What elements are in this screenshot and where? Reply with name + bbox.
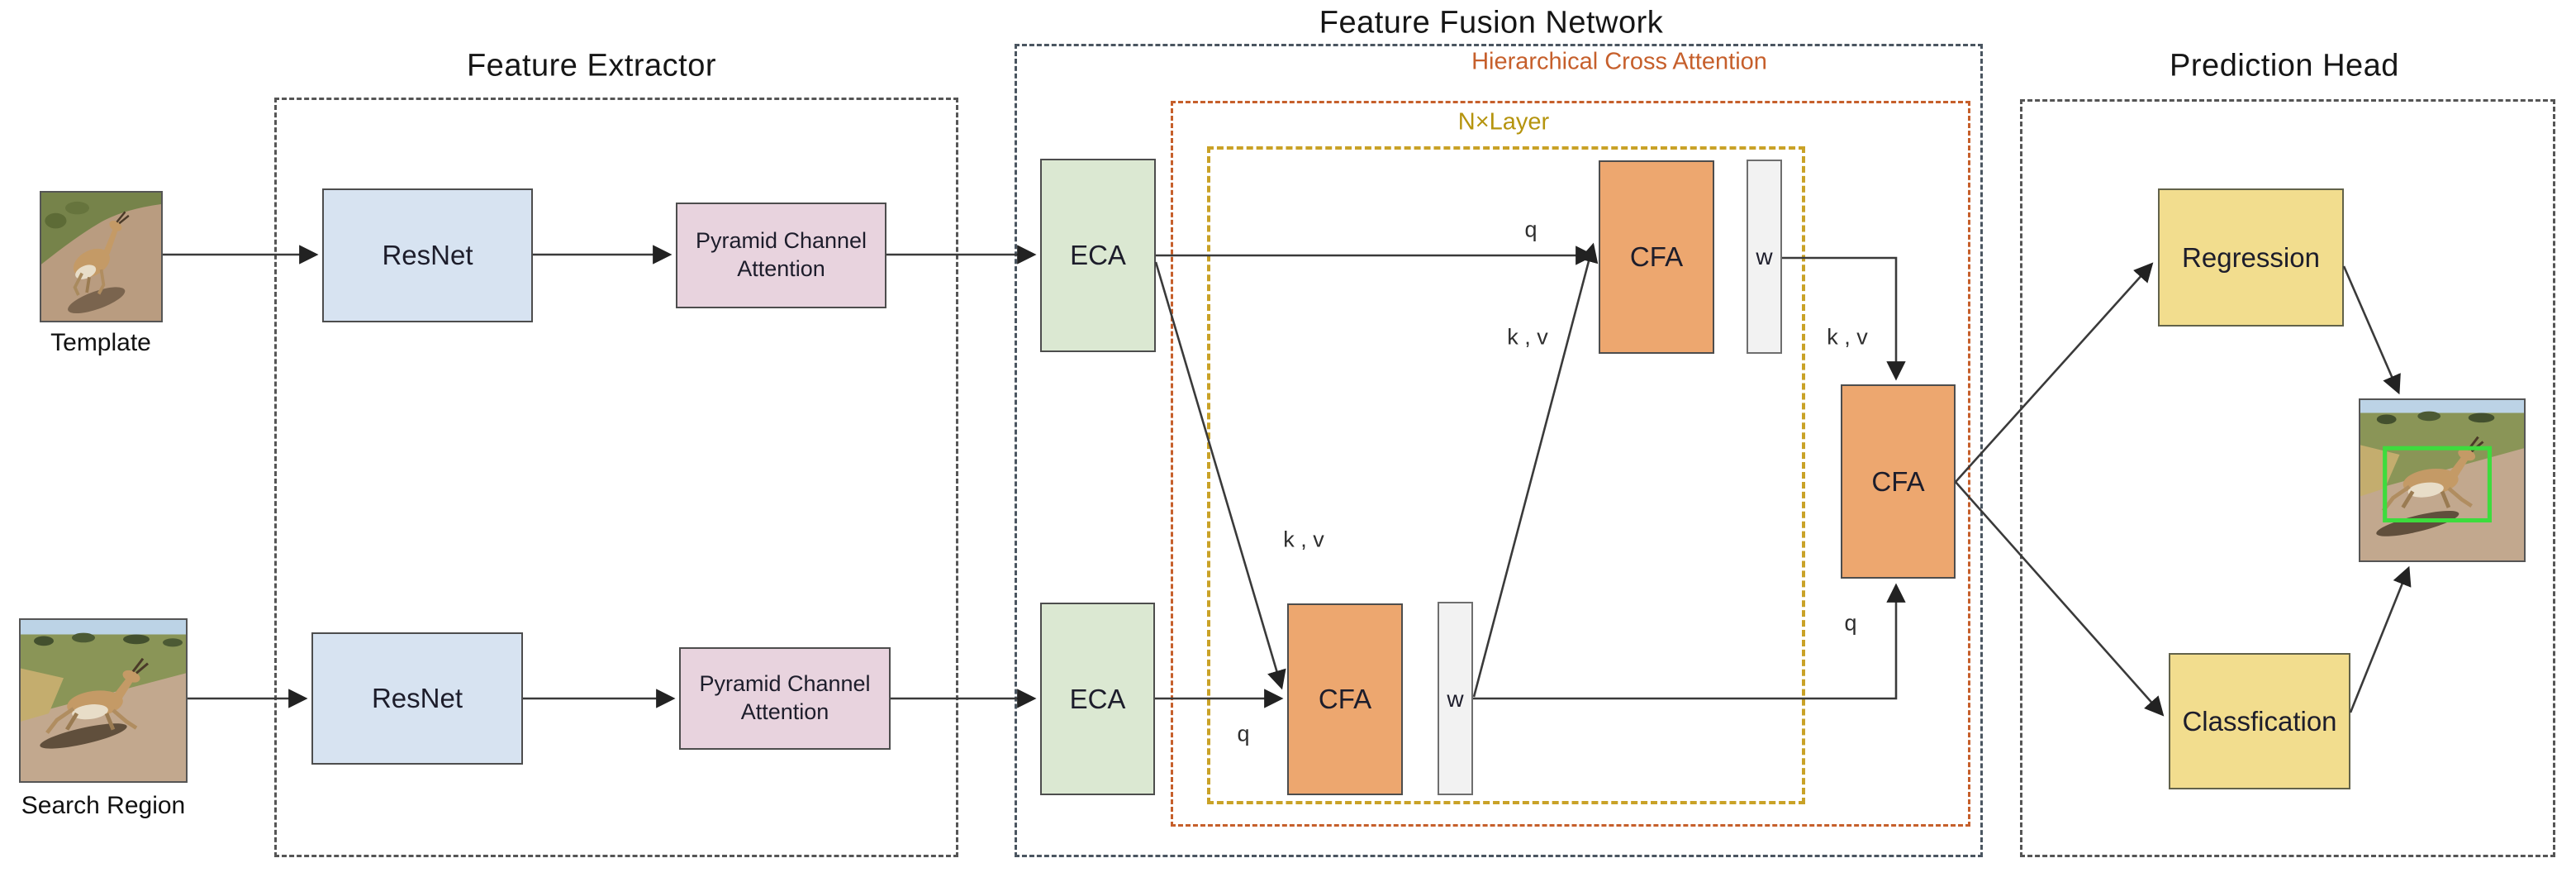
cfa-block-template: CFA [1599,160,1714,354]
w-block-template-label: w [1756,244,1773,269]
kv-label-to-final-cfa: k , v [1827,324,1868,350]
eca-block-search: ECA [1040,603,1155,795]
template-photo-art [41,193,161,321]
eca-block-template-label: ECA [1070,240,1126,271]
cfa-block-final: CFA [1841,384,1956,579]
template-label: Template [50,329,151,356]
result-photo-art [2360,400,2524,560]
prediction-head-title: Prediction Head [2170,48,2399,83]
pca-block-template-label: Pyramid Channel Attention [695,228,867,281]
search-photo-art [21,620,186,781]
search-region-image [19,618,188,783]
cfa-block-search-label: CFA [1318,684,1372,715]
kv-label-to-template-cfa: k , v [1507,324,1548,350]
cfa-block-final-label: CFA [1871,465,1925,497]
cfa-block-template-label: CFA [1629,241,1684,273]
resnet-block-template: ResNet [322,188,533,322]
q-label-template: q [1524,217,1538,242]
classification-block-label: Classfication [2182,705,2337,737]
resnet-block-search-label: ResNet [371,683,463,714]
resnet-block-search: ResNet [311,632,523,765]
pyramid-channel-attention-block-template: Pyramid Channel Attention [676,203,886,308]
w-block-search-label: w [1447,685,1464,712]
w-block-search: w [1438,602,1473,795]
template-image [40,191,163,322]
regression-block: Regression [2158,188,2344,327]
predicted-bbox [2383,446,2492,523]
eca-block-template: ECA [1040,159,1156,352]
q-label-final: q [1844,610,1857,636]
q-label-search: q [1237,721,1250,746]
search-region-label: Search Region [21,792,186,819]
kv-label-to-search-cfa: k , v [1283,527,1324,552]
hierarchical-cross-attention-title: Hierarchical Cross Attention [1471,48,1767,75]
pyramid-channel-attention-block-search: Pyramid Channel Attention [679,647,891,750]
cfa-block-search: CFA [1287,603,1403,795]
feature-fusion-network-title: Feature Fusion Network [1319,5,1664,41]
feature-extractor-title: Feature Extractor [466,48,717,83]
feature-extractor-box [274,98,958,857]
w-block-template: w [1747,160,1782,354]
eca-block-search-label: ECA [1069,683,1126,714]
resnet-block-template-label: ResNet [382,240,473,271]
pca-block-search-label: Pyramid Channel Attention [699,671,871,724]
classification-block: Classfication [2169,653,2350,789]
regression-block-label: Regression [2182,241,2320,273]
result-image [2359,398,2526,562]
n-layer-title: N×Layer [1457,108,1550,136]
